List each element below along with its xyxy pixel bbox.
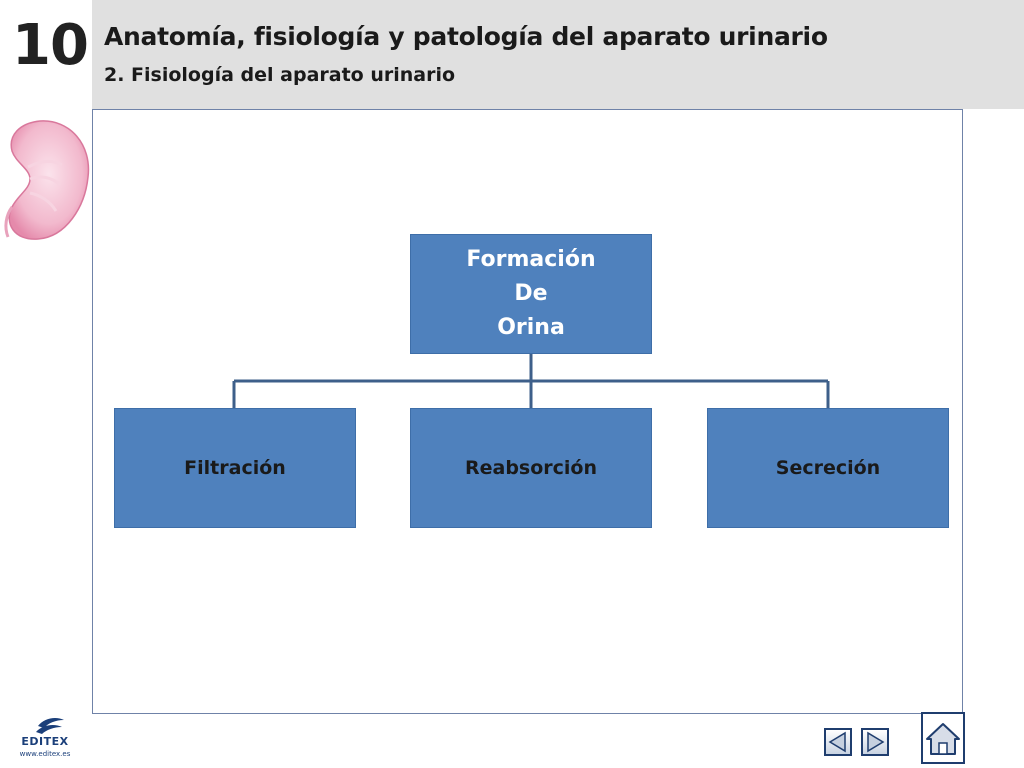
logo-url[interactable]: www.editex.es	[19, 750, 71, 758]
slide-title: Anatomía, fisiología y patología del apa…	[104, 22, 828, 51]
editex-logo-icon	[36, 718, 64, 734]
house-icon	[926, 723, 960, 755]
home-button[interactable]	[921, 712, 965, 764]
triangle-right-icon	[867, 731, 885, 753]
node-formacion-de-orina: Formación De Orina	[410, 234, 652, 354]
node-secrecion: Secreción	[707, 408, 949, 528]
chapter-number: 10	[12, 13, 89, 78]
node-reabsorcion: Reabsorción	[410, 408, 652, 528]
slide-subtitle: 2. Fisiología del aparato urinario	[104, 64, 456, 86]
logo-text: EDITEX	[21, 735, 69, 748]
previous-button[interactable]	[824, 728, 852, 756]
node-root-line-2: De	[514, 281, 548, 306]
triangle-left-icon	[828, 731, 846, 753]
node-root-line-3: Orina	[497, 315, 565, 340]
node-filtracion: Filtración	[114, 408, 356, 528]
kidney-illustration	[4, 120, 90, 240]
node-root-line-1: Formación	[466, 247, 596, 272]
next-button[interactable]	[861, 728, 889, 756]
header-band	[92, 0, 1024, 109]
